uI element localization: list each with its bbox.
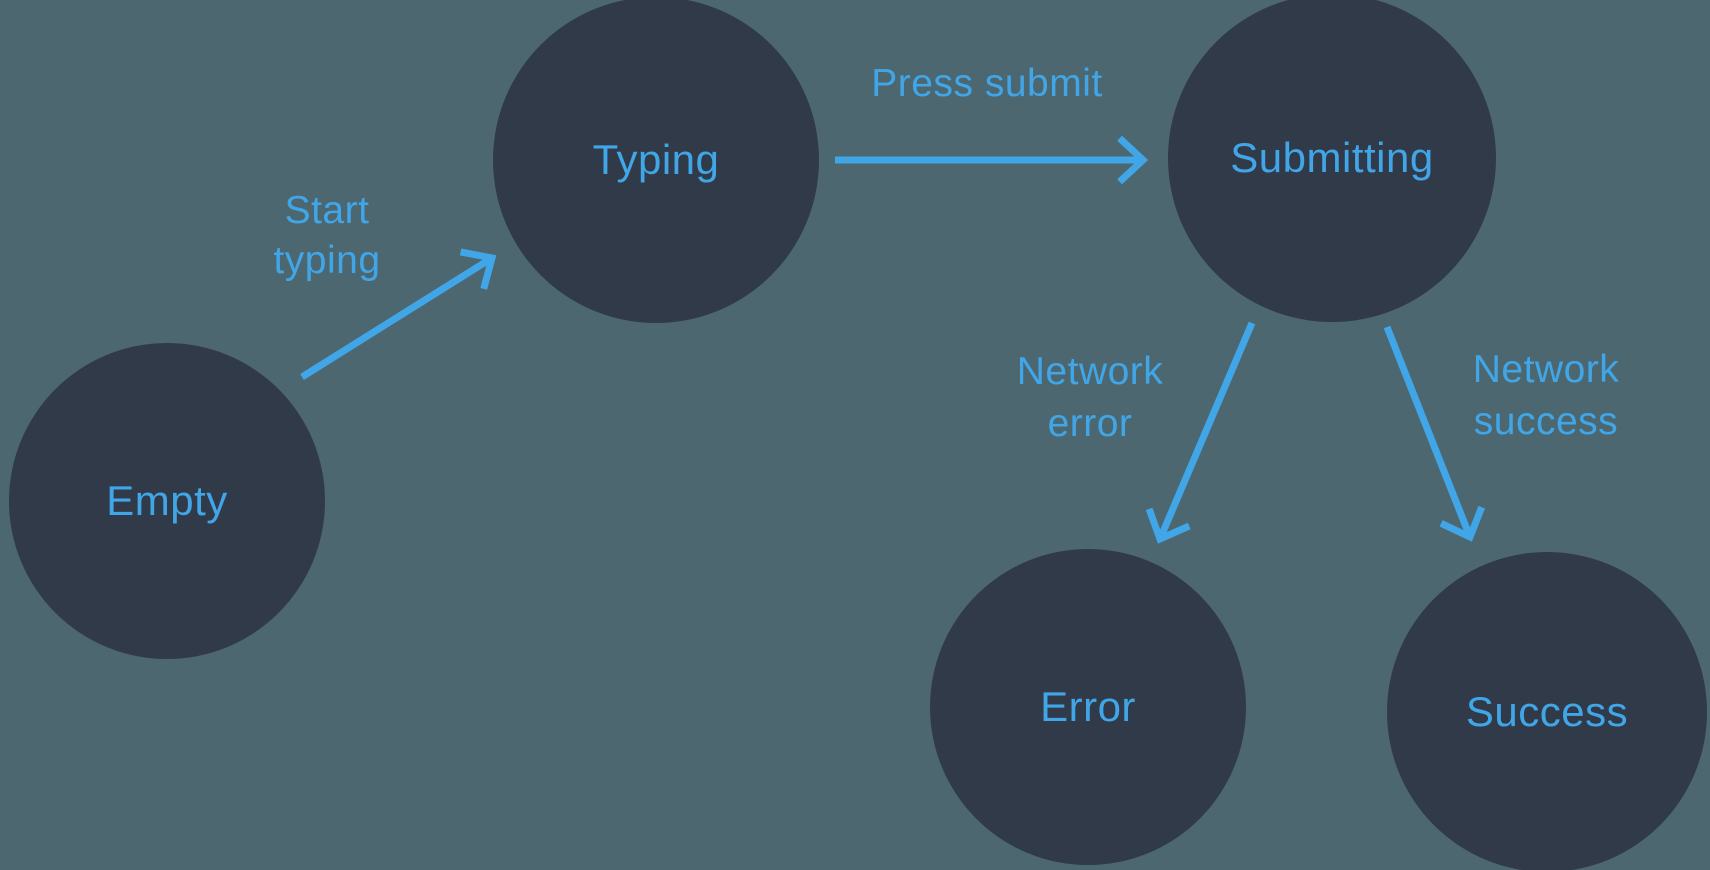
edge-empty-to-typing — [300, 248, 497, 380]
state-node-label: Submitting — [1230, 134, 1434, 181]
arrowhead-icon-network-success — [1439, 505, 1485, 542]
arrowhead-icon-network-error — [1145, 507, 1191, 544]
edge-label-network-error: Network error — [1016, 350, 1164, 445]
state-node-submitting: Submitting — [1168, 0, 1496, 322]
state-node-error: Error — [930, 549, 1246, 865]
arrow-line-network-success — [1383, 325, 1474, 539]
arrow-line-network-error — [1156, 321, 1256, 541]
edge-typing-to-submitting — [835, 135, 1149, 185]
state-node-label: Empty — [106, 477, 228, 524]
arrow-line-start-typing — [300, 255, 494, 380]
state-node-typing: Typing — [493, 0, 819, 323]
state-node-empty: Empty — [9, 343, 325, 659]
arrowhead-icon-press-submit — [1117, 135, 1149, 185]
state-node-label: Success — [1465, 688, 1629, 735]
arrowhead-icon-start-typing — [459, 248, 497, 290]
edge-label-start-typing: Start typing — [273, 189, 381, 282]
edge-submitting-to-success — [1383, 325, 1485, 542]
edge-label-press-submit: Press submit — [871, 62, 1103, 105]
state-node-success: Success — [1387, 552, 1707, 870]
edge-submitting-to-error — [1145, 321, 1256, 544]
state-node-label: Error — [1040, 683, 1136, 730]
state-node-label: Typing — [592, 136, 720, 183]
edge-label-network-success: Network success — [1472, 348, 1620, 443]
